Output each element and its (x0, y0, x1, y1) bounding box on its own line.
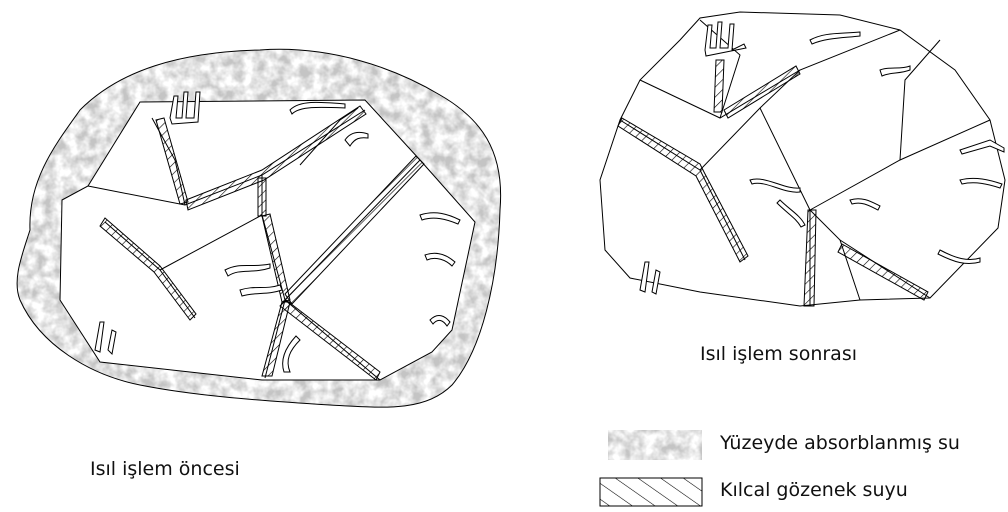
particle-after (600, 12, 1005, 306)
legend-label-absorbed-water: Yüzeyde absorblanmış su (720, 432, 960, 454)
capillary-water-swatch (600, 478, 702, 506)
particle-outline (600, 12, 1005, 306)
legend-label-capillary-water: Kılcal gözenek suyu (720, 479, 908, 501)
capillary-channel (258, 178, 266, 216)
legend (600, 430, 702, 506)
absorbed-water-swatch (608, 430, 702, 460)
caption-after: Isıl işlem sonrası (700, 343, 857, 365)
capillary-channel (714, 60, 724, 112)
particle-before (17, 49, 501, 407)
caption-before: Isıl işlem öncesi (90, 458, 240, 480)
